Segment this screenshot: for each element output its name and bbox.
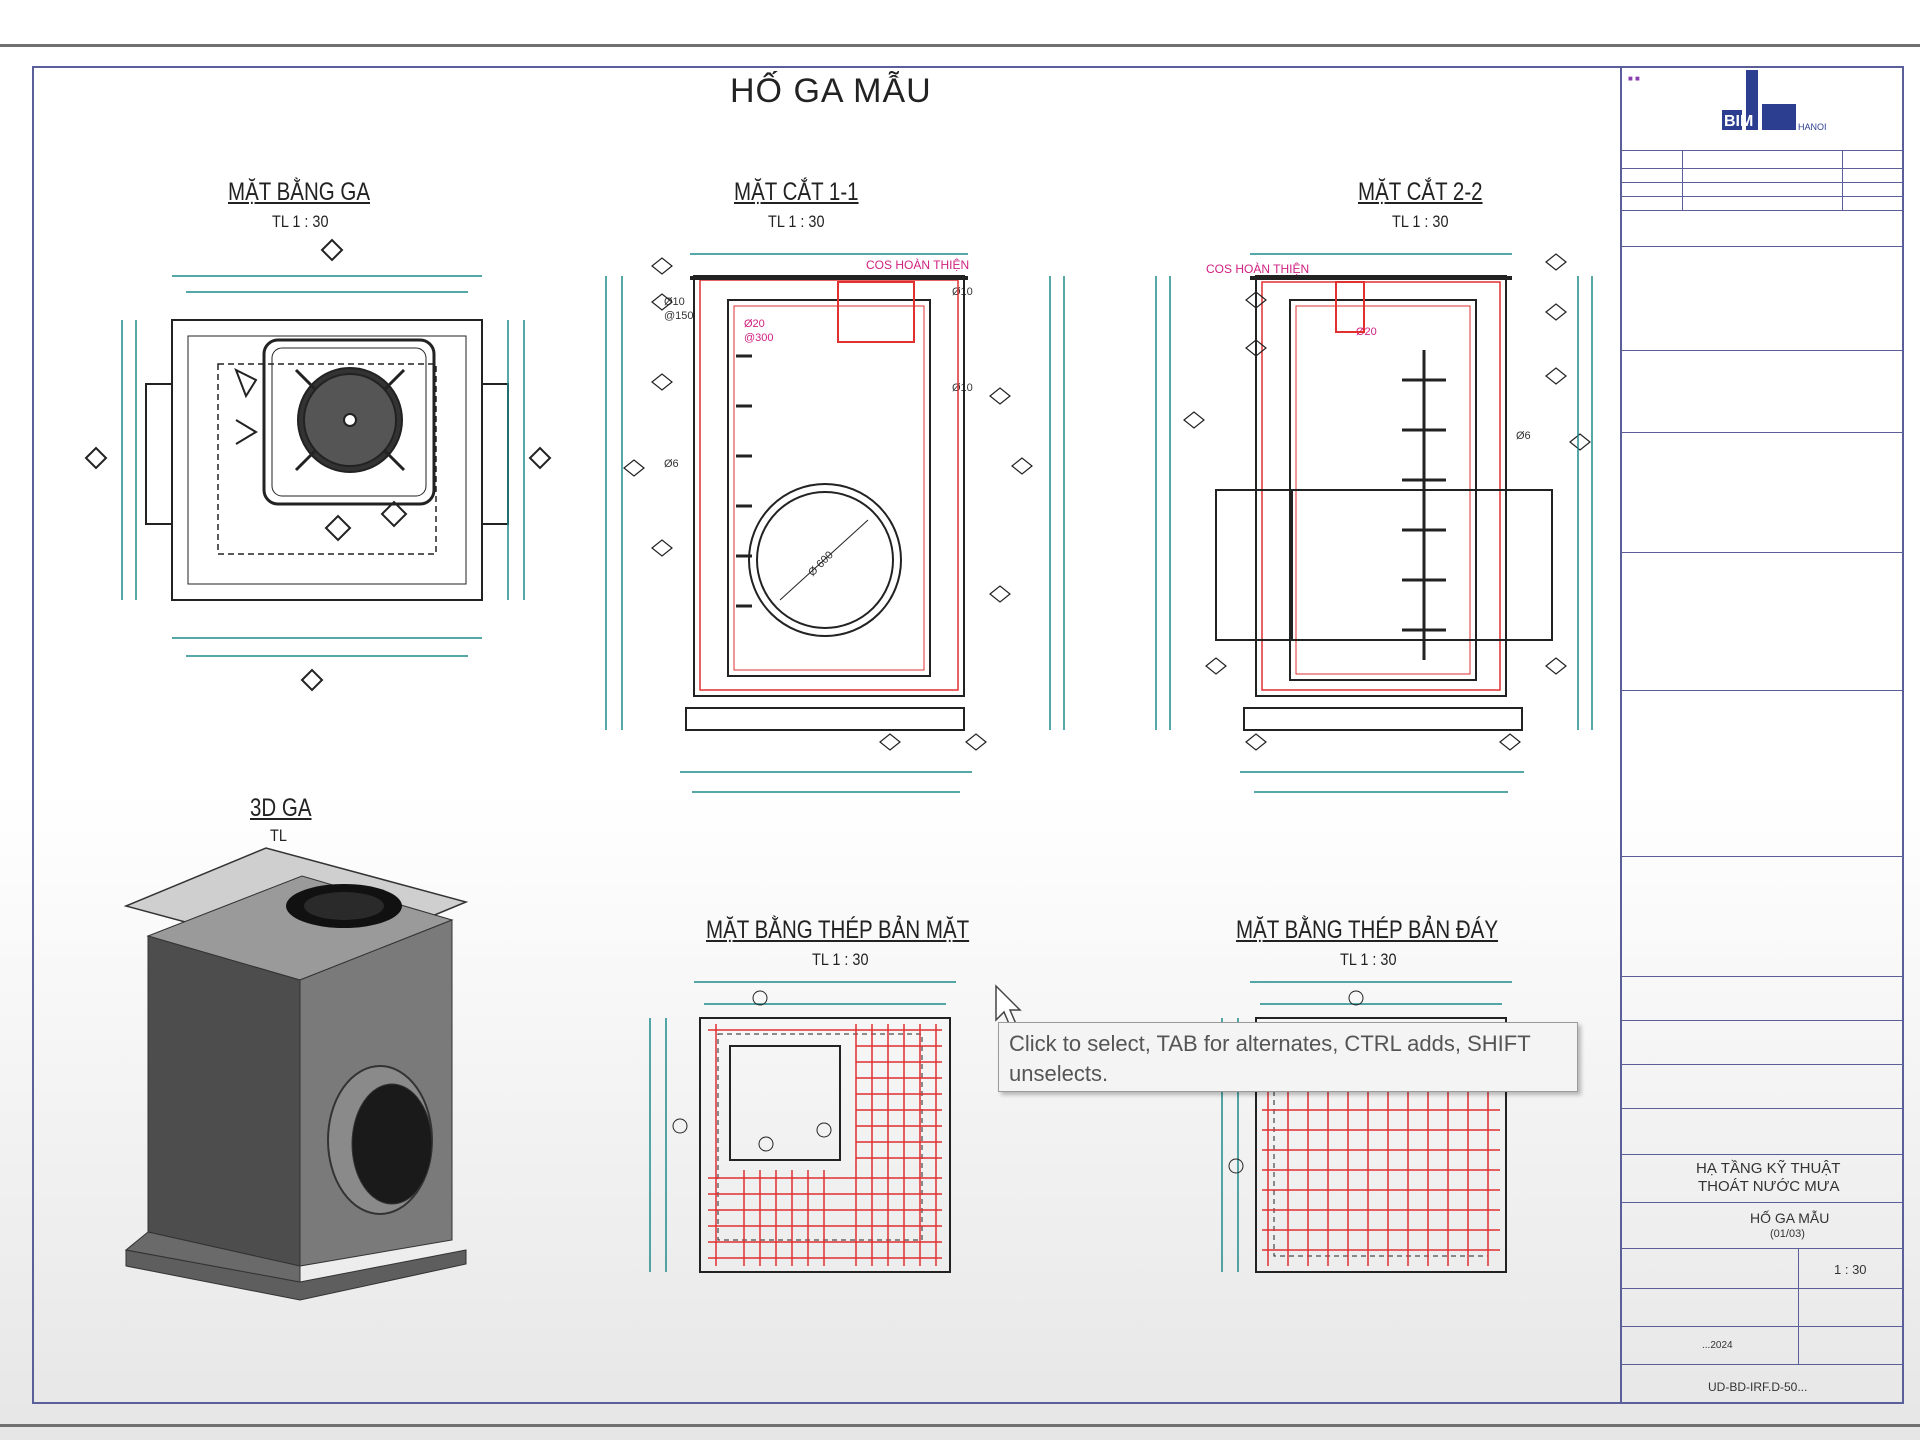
tb-project-line-2: THOÁT NƯỚC MƯA (1698, 1178, 1840, 1195)
tb-sheet-number: UD-BD-IRF.D-50... (1708, 1380, 1808, 1394)
top-slab-rebar-plan (649, 981, 956, 1273)
view-3d-model (123, 847, 469, 1301)
rebar-spacing-label: @150 (664, 310, 694, 322)
rebar-20-label: Ø20 (744, 318, 765, 330)
section-2-2-dimensions (1155, 253, 1593, 793)
plan-view-title[interactable]: MẶT BẰNG GA (228, 178, 371, 206)
bottom-slab-rebar-title[interactable]: MẶT BẰNG THÉP BẢN ĐÁY (1236, 916, 1499, 944)
cos-finish-label-1: COS HOÀN THIỆN (866, 258, 970, 272)
drawing-sheet-border (32, 66, 1904, 1404)
tb-scale: 1 : 30 (1834, 1262, 1867, 1277)
cos-finish-label-2: COS HOÀN THIỆN (1206, 262, 1310, 276)
window-top-edge (0, 44, 1920, 47)
section-1-1 (623, 257, 1033, 751)
plan-dimensions (121, 275, 525, 657)
tb-date: ...2024 (1702, 1340, 1733, 1351)
bottom-slab-rebar-scale: TL 1 : 30 (1340, 950, 1397, 969)
view-3d-scale: TL (270, 826, 287, 845)
top-slab-rebar-title[interactable]: MẶT BẰNG THÉP BẢN MẶT (706, 916, 970, 944)
tb-project-line-1: HẠ TẦNG KỸ THUẬT (1696, 1160, 1841, 1177)
plan-view (84, 238, 552, 692)
section-2-2-title[interactable]: MẶT CẮT 2-2 (1358, 178, 1483, 206)
section-1-1-scale: TL 1 : 30 (768, 212, 825, 231)
drawing-canvas[interactable] (0, 0, 1620, 1420)
rebar-20-spacing-label: @300 (744, 332, 774, 344)
sheet-main-title: HỐ GA MẪU (730, 72, 932, 110)
rebar-10-label-3: Ø10 (952, 382, 973, 394)
section-2-2 (1183, 253, 1591, 751)
section-1-1-title[interactable]: MẶT CẮT 1-1 (734, 178, 859, 206)
plan-view-scale: TL 1 : 30 (272, 212, 329, 231)
rebar-6-label: Ø6 (664, 458, 679, 470)
tb-drawing-code: (01/03) (1770, 1228, 1805, 1240)
top-slab-rebar-scale: TL 1 : 30 (812, 950, 869, 969)
bim-logo-icon: BIM HANOI (1722, 70, 1827, 132)
section-1-1-dimensions (605, 253, 1065, 793)
section-2-2-scale: TL 1 : 30 (1392, 212, 1449, 231)
bim-hanoi-logo: BIM HANOI (1716, 66, 1836, 144)
logo-letters: BIM (1724, 113, 1753, 130)
rebar-6-label-2: Ø6 (1516, 430, 1531, 442)
logo-subtext: HANOI (1798, 122, 1827, 132)
tb-drawing-name: HỐ GA MẪU (1750, 1210, 1830, 1226)
tb-label-owner: ■ ■ (1628, 74, 1640, 83)
window-bottom-edge (0, 1424, 1920, 1427)
view-3d-title[interactable]: 3D GA (250, 794, 312, 822)
rebar-10-label-2: Ø10 (952, 286, 973, 298)
rebar-20-label-2: Ø20 (1356, 326, 1377, 338)
title-block[interactable]: ■ ■ HẠ TẦNG KỸ THUẬT THOÁT NƯỚC MƯA HỐ G… (1620, 68, 1904, 1402)
mouse-cursor-icon (995, 984, 1022, 1027)
selection-tooltip: Click to select, TAB for alternates, CTR… (998, 1022, 1578, 1092)
